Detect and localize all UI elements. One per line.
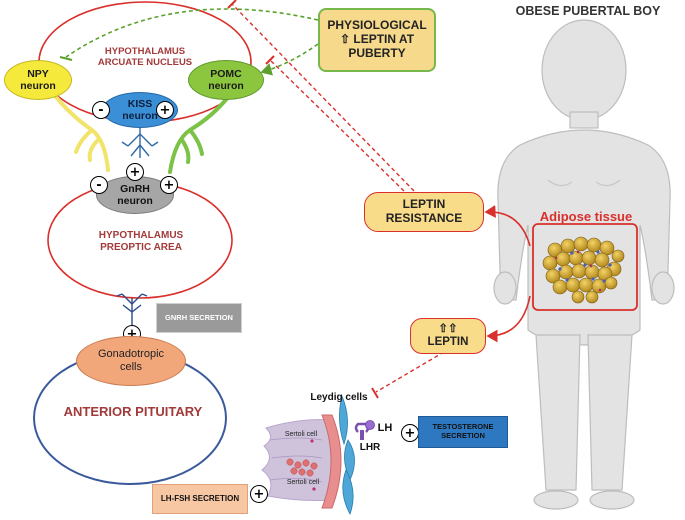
sertoli-cell-label-top: Sertoli cell: [284, 431, 318, 438]
lhfsh-plus-sign: +: [250, 485, 268, 503]
kiss-plus-sign: +: [156, 101, 174, 119]
pomc-neuron: POMC neuron: [188, 60, 264, 100]
hypothalamus-arcuate-label: HYPOTHALAMUS ARCUATE NUCLEUS: [97, 46, 193, 68]
kiss-dendrites: [121, 122, 159, 158]
gnrh-secretion-box: GNRH SECRETION: [156, 303, 242, 333]
gnrh-plus-sign-right: +: [160, 176, 178, 194]
resistance-inhibition-line-1: [231, 3, 415, 192]
lh-label: LH: [377, 422, 393, 434]
sertoli-cell-label-bottom: Sertoli cell: [286, 479, 320, 486]
kiss-minus-sign: -: [92, 101, 110, 119]
adipose-to-leptin-arrow: [486, 295, 531, 343]
adipocyte-cluster: [542, 236, 625, 304]
gnrh-neuron: GnRH neuron: [96, 176, 174, 214]
leydig-cells: [339, 394, 355, 515]
adipose-to-resistance-arrow: [484, 205, 531, 247]
lhr-label: LHR: [359, 442, 381, 453]
hypothalamus-preoptic-label: HYPOTHALAMUS PREOPTIC AREA: [98, 230, 184, 253]
gonadotropic-cells: Gonadotropic cells: [76, 336, 186, 386]
anterior-pituitary-label: ANTERIOR PITUITARY: [63, 404, 203, 419]
leptin-increase-box: ⇧⇧ LEPTIN: [410, 318, 486, 354]
resistance-inhibition-line-2: [269, 59, 405, 192]
adipose-tissue-box: [532, 223, 638, 311]
npy-axon: [50, 90, 110, 172]
page-title: OBESE PUBERTAL BOY: [515, 4, 661, 18]
adipose-tissue-label: Adipose tissue: [539, 209, 633, 224]
physio-to-npy-arrow: [65, 8, 319, 58]
physio-to-pomc-arrow: [260, 43, 319, 76]
lh-receptor: [354, 420, 375, 440]
gnrh-minus-sign: -: [90, 176, 108, 194]
testosterone-secretion-box: TESTOSTERONE SECRETION: [418, 416, 508, 448]
gnrh-plus-sign-top: +: [126, 163, 144, 181]
pomc-axon: [168, 90, 234, 174]
leptin-resistance-box: LEPTIN RESISTANCE: [364, 192, 484, 232]
npy-neuron: NPY neuron: [4, 60, 72, 100]
lhfsh-secretion-box: LH-FSH SECRETION: [152, 484, 248, 514]
gnrh-axon: [116, 293, 148, 325]
seminiferous-tubule: [261, 414, 342, 509]
physiological-leptin-box: PHYSIOLOGICAL ⇧ LEPTIN AT PUBERTY: [318, 8, 436, 72]
leptin-to-leydig-line: [375, 351, 445, 393]
leydig-cells-label: Leydig cells: [310, 392, 368, 403]
testosterone-plus-sign: +: [401, 424, 419, 442]
